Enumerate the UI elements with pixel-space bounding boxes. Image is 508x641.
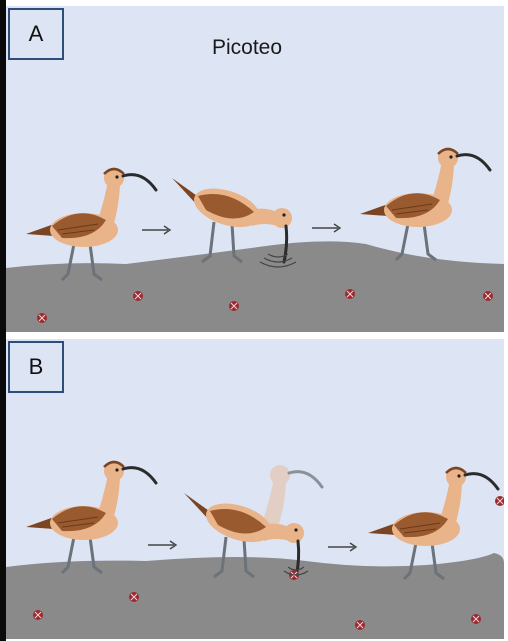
panel-a: A Picoteo bbox=[6, 6, 504, 332]
arrow-right-icon bbox=[312, 223, 342, 233]
worm-prey-caught-icon bbox=[494, 495, 504, 507]
panel-b-scene bbox=[6, 459, 504, 639]
panel-a-label: A bbox=[8, 8, 64, 60]
worm-prey-icon bbox=[228, 300, 240, 312]
worm-prey-icon bbox=[32, 609, 44, 621]
worm-prey-icon bbox=[132, 290, 144, 302]
curlew-bird-ghost-icon bbox=[262, 463, 324, 535]
sound-ripple-icon bbox=[259, 253, 297, 268]
figure-title: Picoteo bbox=[212, 36, 283, 59]
panel-a-scene bbox=[6, 146, 504, 332]
worm-prey-icon bbox=[344, 288, 356, 300]
worm-prey-icon bbox=[128, 591, 140, 603]
worm-prey-icon bbox=[482, 290, 494, 302]
worm-prey-icon bbox=[36, 312, 48, 324]
sound-ripple-icon bbox=[283, 566, 309, 576]
panel-b: B bbox=[6, 339, 504, 639]
ground bbox=[6, 553, 504, 639]
arrow-right-icon bbox=[328, 542, 358, 552]
left-border bbox=[0, 0, 6, 641]
curlew-bird-icon bbox=[24, 459, 158, 575]
arrow-right-icon bbox=[148, 540, 178, 550]
panel-b-label: B bbox=[8, 341, 64, 393]
worm-prey-icon bbox=[354, 619, 366, 631]
curlew-bird-icon bbox=[358, 146, 492, 262]
arrow-right-icon bbox=[142, 225, 172, 235]
ground bbox=[6, 241, 504, 332]
worm-prey-icon bbox=[470, 613, 482, 625]
